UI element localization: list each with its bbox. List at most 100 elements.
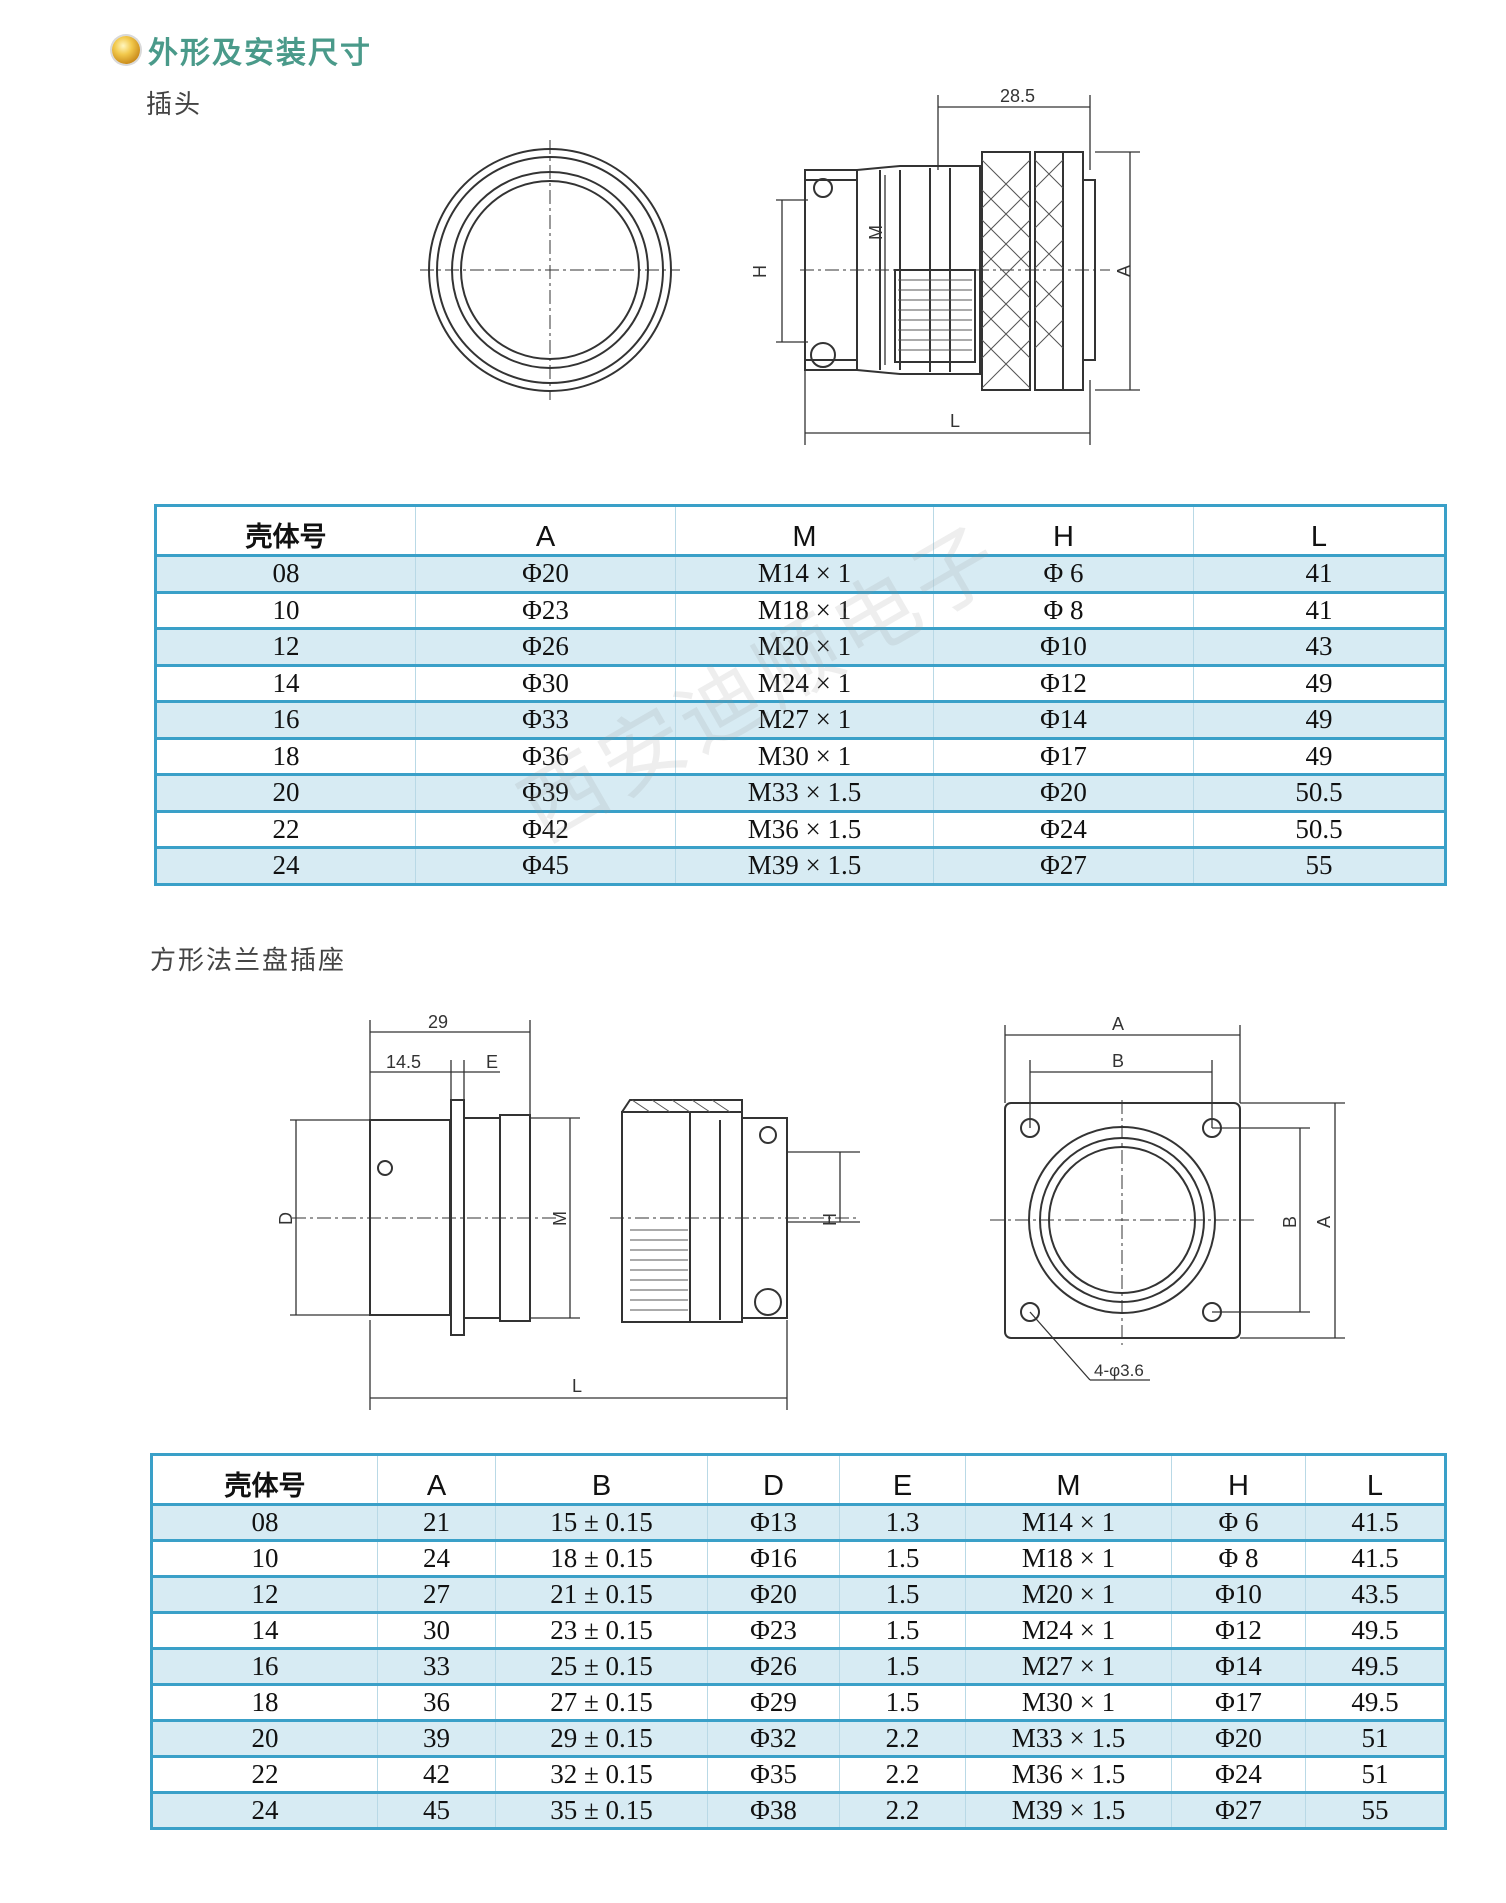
table-cell: 10 xyxy=(151,1540,378,1578)
table-cell: 49.5 xyxy=(1305,1684,1446,1722)
table-cell: 08 xyxy=(151,1504,378,1542)
table-cell: 51 xyxy=(1305,1756,1446,1794)
table-cell: 1.5 xyxy=(839,1684,966,1722)
table-cell: 12 xyxy=(151,1576,378,1614)
table-cell: Φ20 xyxy=(707,1576,840,1614)
table-cell: Φ29 xyxy=(707,1684,840,1722)
table-cell: 29 ± 0.15 xyxy=(495,1720,708,1758)
table-cell: 49 xyxy=(1193,701,1446,740)
table-cell: Φ42 xyxy=(415,811,676,849)
table-cell: Φ14 xyxy=(933,701,1194,740)
table-cell: 45 xyxy=(377,1792,496,1830)
column-header: E xyxy=(839,1454,966,1506)
table-cell: Φ33 xyxy=(415,701,676,740)
table-cell: 10 xyxy=(155,592,416,630)
table-cell: Φ 8 xyxy=(1171,1540,1306,1578)
table-cell: M39 × 1.5 xyxy=(965,1792,1172,1830)
table-cell: 39 xyxy=(377,1720,496,1758)
table-cell: 49 xyxy=(1193,738,1446,776)
table-cell: M36 × 1.5 xyxy=(965,1756,1172,1794)
dim-a-top: A xyxy=(1112,1014,1124,1034)
table-cell: 55 xyxy=(1305,1792,1446,1830)
column-header: M xyxy=(675,505,934,557)
column-header: D xyxy=(707,1454,840,1506)
table-cell: 14 xyxy=(151,1612,378,1650)
table-cell: Φ26 xyxy=(415,628,676,667)
table-cell: Φ35 xyxy=(707,1756,840,1794)
table-cell: 42 xyxy=(377,1756,496,1794)
column-header: A xyxy=(415,505,676,557)
table-cell: M24 × 1 xyxy=(965,1612,1172,1650)
receptacle-subtitle: 方形法兰盘插座 xyxy=(150,946,347,976)
table-cell: Φ14 xyxy=(1171,1648,1306,1686)
table-cell: Φ17 xyxy=(1171,1684,1306,1722)
table-cell: 21 xyxy=(377,1504,496,1542)
table-cell: Φ20 xyxy=(933,774,1194,813)
table-cell: Φ13 xyxy=(707,1504,840,1542)
table-cell: 23 ± 0.15 xyxy=(495,1612,708,1650)
table-cell: 15 ± 0.15 xyxy=(495,1504,708,1542)
bullet-icon xyxy=(112,36,140,64)
table-cell: Φ 8 xyxy=(933,592,1194,630)
table-cell: Φ32 xyxy=(707,1720,840,1758)
dim-m: M xyxy=(866,225,886,240)
table-cell: 30 xyxy=(377,1612,496,1650)
table-cell: Φ24 xyxy=(1171,1756,1306,1794)
plug-drawing: 28.5 L A H M xyxy=(420,86,1140,445)
table-cell: 24 xyxy=(377,1540,496,1578)
table-cell: Φ23 xyxy=(707,1612,840,1650)
table-cell: 16 xyxy=(155,701,416,740)
table-cell: 43 xyxy=(1193,628,1446,667)
table-cell: Φ10 xyxy=(933,628,1194,667)
table-cell: Φ 6 xyxy=(933,555,1194,594)
table-cell: 43.5 xyxy=(1305,1576,1446,1614)
table-cell: M27 × 1 xyxy=(675,701,934,740)
table-cell: Φ39 xyxy=(415,774,676,813)
table-cell: 50.5 xyxy=(1193,811,1446,849)
table-cell: 55 xyxy=(1193,847,1446,886)
table-cell: M30 × 1 xyxy=(965,1684,1172,1722)
table-cell: 24 xyxy=(155,847,416,886)
table-cell: 12 xyxy=(155,628,416,667)
table-cell: M20 × 1 xyxy=(965,1576,1172,1614)
table-cell: 22 xyxy=(151,1756,378,1794)
column-header: H xyxy=(933,505,1194,557)
dim-h: H xyxy=(820,1213,840,1226)
section-title: 外形及安装尺寸 xyxy=(148,36,372,71)
dim-29: 29 xyxy=(428,1012,448,1032)
dim-l: L xyxy=(572,1376,582,1396)
dim-holes: 4-φ3.6 xyxy=(1094,1361,1144,1380)
table-cell: 41.5 xyxy=(1305,1504,1446,1542)
table-cell: 41 xyxy=(1193,555,1446,594)
table-cell: Φ12 xyxy=(1171,1612,1306,1650)
table-cell: Φ10 xyxy=(1171,1576,1306,1614)
table-cell: Φ38 xyxy=(707,1792,840,1830)
table-cell: 41 xyxy=(1193,592,1446,630)
table-cell: 36 xyxy=(377,1684,496,1722)
table-cell: Φ17 xyxy=(933,738,1194,776)
table-cell: M33 × 1.5 xyxy=(965,1720,1172,1758)
table-cell: M20 × 1 xyxy=(675,628,934,667)
table-cell: 49.5 xyxy=(1305,1648,1446,1686)
table-cell: 08 xyxy=(155,555,416,594)
table-cell: 2.2 xyxy=(839,1792,966,1830)
table-cell: Φ26 xyxy=(707,1648,840,1686)
table-cell: M14 × 1 xyxy=(675,555,934,594)
table-cell: M18 × 1 xyxy=(965,1540,1172,1578)
table-cell: Φ 6 xyxy=(1171,1504,1306,1542)
column-header: A xyxy=(377,1454,496,1506)
dim-b-top: B xyxy=(1112,1051,1124,1071)
section-header: 外形及安装尺寸 xyxy=(112,28,372,72)
